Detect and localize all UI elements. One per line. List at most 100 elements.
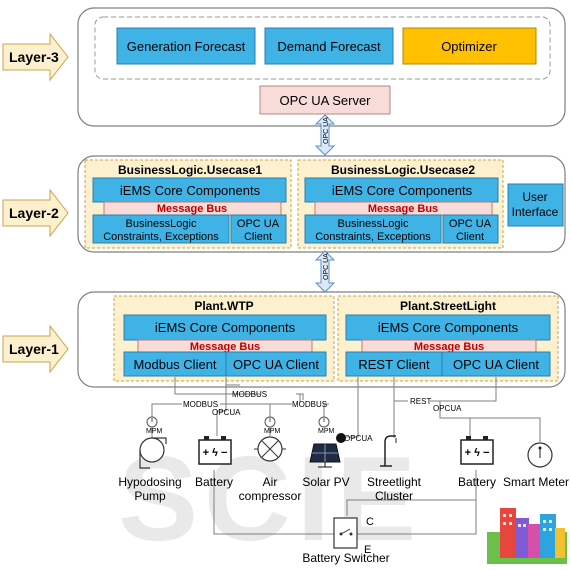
opc-ua-server-label: OPC UA Server bbox=[279, 93, 371, 108]
usecase1-client-line1: OPC UA bbox=[237, 218, 280, 230]
buildings-icon bbox=[487, 508, 567, 564]
layer-1-group: Layer-1 Plant.WTP iEMS Core Components M… bbox=[2, 291, 566, 388]
usecase2-client-box bbox=[442, 214, 499, 244]
device-smart-meter: Smart Meter bbox=[503, 442, 569, 489]
device-battery-2: + ϟ − Battery bbox=[458, 436, 496, 489]
pump-label-line1: Hypodosing bbox=[118, 475, 181, 489]
streetlight-bus-label: Message Bus bbox=[414, 341, 484, 353]
layer-1-label: Layer-1 bbox=[9, 341, 59, 357]
opcua-right-label: OPCUA bbox=[433, 404, 462, 413]
opcua-solar-label: OPCUA bbox=[344, 434, 373, 443]
usecase1-title: BusinessLogic.Usecase1 bbox=[118, 163, 262, 177]
wtp-core-label: iEMS Core Components bbox=[155, 320, 296, 335]
mpm-label-3: MPM bbox=[318, 428, 335, 435]
usecase2-client-line1: OPC UA bbox=[449, 218, 492, 230]
usecase1-logic-line2: Constraints, Exceptions bbox=[103, 231, 219, 243]
optimizer-box bbox=[402, 27, 537, 65]
usecase1-logic-box bbox=[92, 214, 230, 244]
layer-3-label: Layer-3 bbox=[9, 49, 59, 65]
layer-2-group: Layer-2 BusinessLogic.Usecase1 iEMS Core… bbox=[2, 155, 566, 253]
wtp-modbus-client-label: Modbus Client bbox=[133, 357, 216, 372]
battery-1-icon bbox=[198, 439, 232, 465]
pump-label-line2: Pump bbox=[134, 489, 166, 503]
usecase1-bus-label: Message Bus bbox=[157, 203, 227, 215]
opc-ua-server-box bbox=[259, 85, 391, 115]
usecase2-logic-line2: Constraints, Exceptions bbox=[315, 231, 431, 243]
usecase2-bus-label: Message Bus bbox=[368, 203, 438, 215]
mpm-label-2: MPM bbox=[264, 428, 281, 435]
device-pump: Hypodosing Pump bbox=[118, 437, 182, 503]
user-interface-box bbox=[507, 183, 564, 227]
usecase2-title: BusinessLogic.Usecase2 bbox=[331, 163, 475, 177]
wtp-modbus-client-box[interactable] bbox=[123, 351, 227, 377]
usecase2-core-label: iEMS Core Components bbox=[332, 183, 473, 198]
wtp-core-box bbox=[123, 314, 327, 341]
pump-icon bbox=[139, 437, 165, 463]
usecase1-core-box bbox=[92, 177, 287, 203]
streetlight-core-label: iEMS Core Components bbox=[378, 320, 519, 335]
device-air-compressor: Air compressor bbox=[239, 436, 302, 503]
modbus-top-label: MODBUS bbox=[232, 390, 267, 399]
usecase1-client-box bbox=[230, 214, 287, 244]
wtp-title: Plant.WTP bbox=[194, 299, 253, 313]
streetlight-icon bbox=[384, 435, 396, 466]
opcua-left-label: OPCUA bbox=[212, 408, 241, 417]
user-interface-line2: Interface bbox=[512, 205, 559, 219]
streetlight-opcua-client-label: OPC UA Client bbox=[453, 357, 539, 372]
layer-1-arrow bbox=[2, 324, 69, 374]
layer-3-group: Layer-3 Generation Forecast Demand Forec… bbox=[2, 7, 566, 127]
usecase1-logic-line1: BusinessLogic bbox=[126, 218, 197, 230]
opc-ua-connector-upper-label: OPC UA bbox=[323, 117, 330, 144]
battery-switcher-icon bbox=[333, 517, 358, 549]
optimizer-label: Optimizer bbox=[441, 39, 497, 54]
streetlight-opcua-client-box[interactable] bbox=[441, 351, 551, 377]
layer-3-arrow bbox=[2, 32, 69, 82]
layer-3-dashed-group bbox=[94, 16, 551, 80]
opc-ua-connector-upper: OPC UA bbox=[314, 114, 336, 156]
usecase2-core-box bbox=[304, 177, 499, 203]
generation-forecast-label: Generation Forecast bbox=[127, 39, 246, 54]
battery-2-icon bbox=[460, 439, 494, 465]
device-streetlight: Streetlight Cluster bbox=[367, 435, 422, 503]
air-compressor-line1: Air bbox=[263, 475, 278, 489]
smart-meter-label: Smart Meter bbox=[503, 475, 569, 489]
streetlight-core-box bbox=[345, 314, 551, 341]
wtp-opcua-client-box[interactable] bbox=[225, 351, 327, 377]
battery-2-label: Battery bbox=[458, 475, 496, 489]
air-compressor-line2: compressor bbox=[239, 489, 302, 503]
modbus-left-label: MODBUS bbox=[183, 400, 218, 409]
wtp-bus-label: Message Bus bbox=[190, 341, 260, 353]
switch-c-label: C bbox=[366, 516, 374, 528]
usecase2-logic-box bbox=[304, 214, 442, 244]
streetlight-rest-client-label: REST Client bbox=[358, 357, 430, 372]
wtp-opcua-client-label: OPC UA Client bbox=[233, 357, 319, 372]
field-wiring: MODBUS MODBUS MODBUS OPCUA MPM MPM MPM O… bbox=[146, 377, 541, 535]
generation-forecast-box bbox=[116, 27, 256, 65]
demand-forecast-box bbox=[264, 27, 394, 65]
rest-label: REST bbox=[410, 397, 431, 406]
switch-e-label: E bbox=[364, 544, 371, 556]
svg-text:+ ϟ −: + ϟ − bbox=[203, 447, 228, 459]
streetlight-rest-client-box[interactable] bbox=[345, 351, 443, 377]
battery-switcher: C E Battery Switcher bbox=[302, 516, 389, 565]
battery-switcher-label: Battery Switcher bbox=[302, 551, 389, 565]
streetlight-label-line1: Streetlight bbox=[367, 475, 422, 489]
streetlight-label-line2: Cluster bbox=[375, 489, 413, 503]
streetlight-title: Plant.StreetLight bbox=[400, 299, 496, 313]
opc-ua-connector-lower: OPC UA bbox=[314, 250, 336, 293]
solar-pv-label: Solar PV bbox=[302, 475, 349, 489]
mpm-label-1: MPM bbox=[146, 428, 163, 435]
demand-forecast-label: Demand Forecast bbox=[277, 39, 381, 54]
opc-ua-connector-lower-label: OPC UA bbox=[323, 253, 330, 280]
layer-2-arrow bbox=[2, 188, 69, 238]
device-solar-pv: Solar PV bbox=[302, 433, 350, 489]
usecase1-core-label: iEMS Core Components bbox=[120, 183, 261, 198]
device-battery-1: + ϟ − Battery bbox=[195, 436, 233, 489]
svg-text:+ ϟ −: + ϟ − bbox=[465, 447, 490, 459]
usecase2-logic-line1: BusinessLogic bbox=[338, 218, 409, 230]
layer-2-label: Layer-2 bbox=[9, 205, 59, 221]
usecase2-client-line2: Client bbox=[456, 231, 484, 243]
usecase1-client-line2: Client bbox=[244, 231, 272, 243]
modbus-right-label: MODBUS bbox=[292, 400, 327, 409]
